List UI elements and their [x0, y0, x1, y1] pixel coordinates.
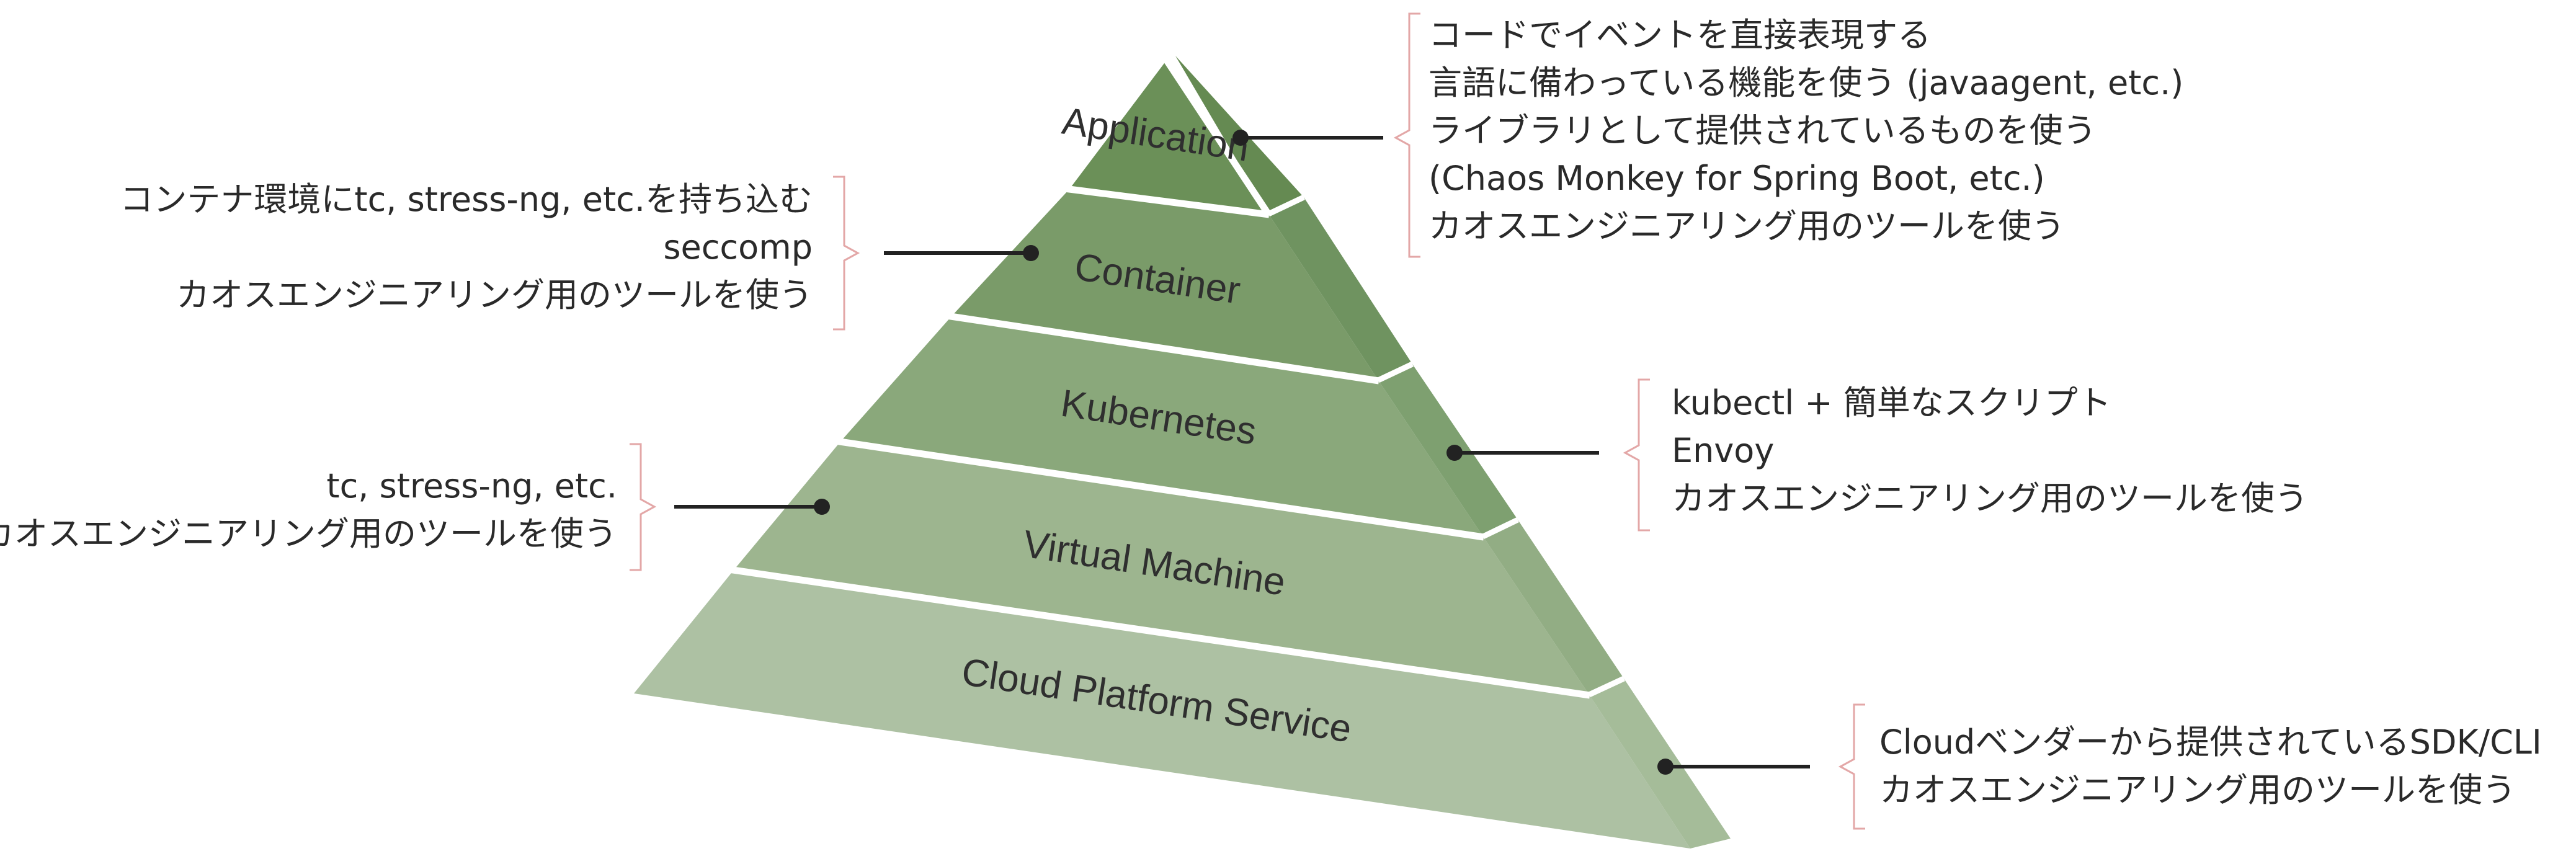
layer-container-side — [1268, 197, 1412, 380]
annotation-virtual-machine: tc, stress-ng, etc. カオスエンジニアリング用のツールを使う — [0, 466, 617, 553]
brace-cloud-platform — [1838, 703, 1865, 830]
annotation-line: seccomp — [663, 228, 813, 267]
annotation-line: tc, stress-ng, etc. — [326, 466, 617, 505]
annotation-line: コンテナ環境にtc, stress-ng, etc.を持ち込む — [120, 180, 813, 219]
annotation-line: カオスエンジニアリング用のツールを使う — [0, 514, 617, 553]
annotation-line: コードでイベントを直接表現する — [1428, 16, 1931, 55]
brace-container — [833, 176, 860, 331]
annotation-container: コンテナ環境にtc, stress-ng, etc.を持ち込む seccomp … — [120, 180, 813, 314]
annotation-line: (Chaos Monkey for Spring Boot, etc.) — [1428, 159, 2045, 198]
annotation-kubernetes: kubectl + 簡単なスクリプト Envoy カオスエンジニアリング用のツー… — [1672, 383, 2308, 518]
annotation-line: カオスエンジニアリング用のツールを使う — [1428, 207, 2065, 246]
annotation-line: ライブラリとして提供されているものを使う — [1428, 111, 2097, 150]
connector-dot-container — [1023, 245, 1039, 261]
layer-container-front — [952, 189, 1378, 380]
annotation-cloud-platform: Cloudベンダーから提供されているSDK/CLI カオスエンジニアリング用のツ… — [1879, 723, 2542, 809]
brace-application — [1393, 12, 1420, 258]
layer-separators — [728, 57, 1625, 699]
connectors — [674, 130, 1810, 775]
annotation-line: カオスエンジニアリング用のツールを使う — [1672, 479, 2308, 518]
annotation-application: コードでイベントを直接表現する 言語に備わっている機能を使う (javaagen… — [1428, 16, 2183, 246]
brace-kubernetes — [1623, 378, 1650, 532]
layer-virtual-machine-front — [734, 442, 1589, 695]
braces — [630, 12, 1865, 830]
layer-application-front — [1069, 61, 1268, 214]
connector-dot-application — [1232, 130, 1249, 146]
layer-virtual-machine-side — [1483, 520, 1624, 695]
annotation-line: カオスエンジニアリング用のツールを使う — [1879, 770, 2516, 809]
annotation-line: 言語に備わっている機能を使う (javaagent, etc.) — [1428, 63, 2183, 102]
connector-dot-kubernetes — [1446, 445, 1463, 461]
annotation-line: Cloudベンダーから提供されているSDK/CLI — [1879, 723, 2542, 762]
pyramid-front — [634, 61, 1690, 848]
layer-cloud-platform-front — [634, 570, 1690, 848]
connector-dot-virtual-machine — [814, 499, 830, 515]
connector-dot-cloud-platform — [1657, 759, 1674, 775]
annotation-line: カオスエンジニアリング用のツールを使う — [176, 275, 813, 314]
layer-kubernetes-front — [840, 316, 1483, 537]
brace-virtual-machine — [630, 443, 657, 571]
annotation-line: Envoy — [1672, 431, 1774, 470]
annotation-line: kubectl + 簡単なスクリプト — [1672, 383, 2111, 422]
